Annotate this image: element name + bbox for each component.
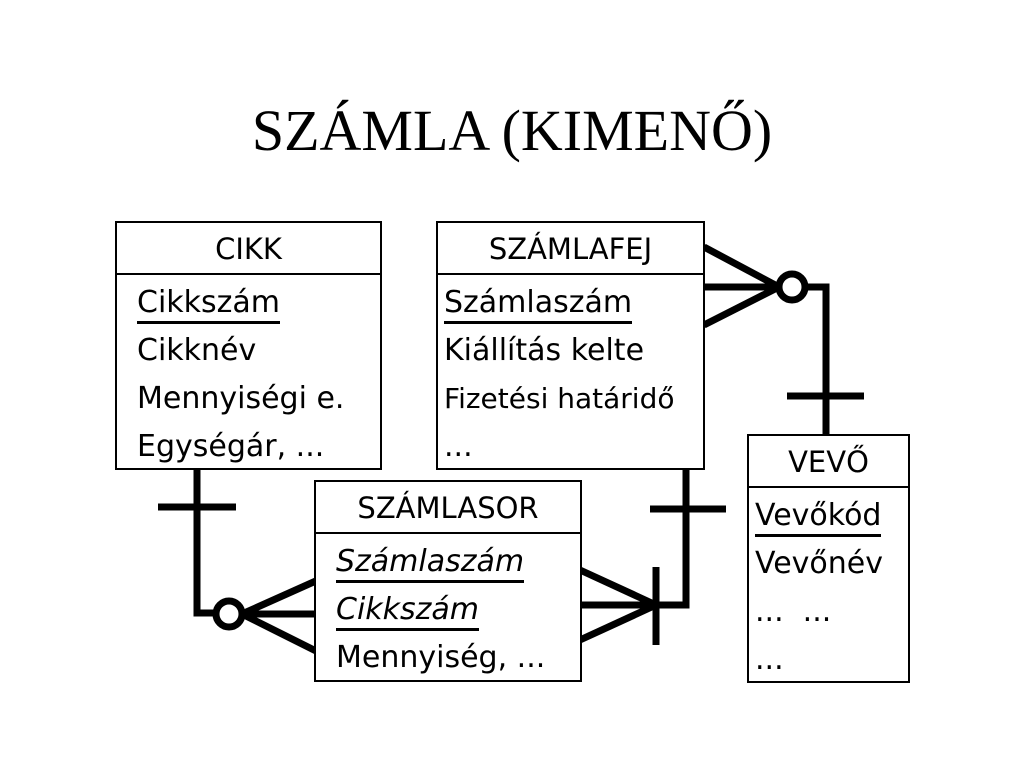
attribute-text: Mennyiség, ... [336,640,546,675]
attribute-vevonev: Vevőnév [749,540,908,588]
attribute-text: ... ... [755,594,832,629]
attribute-kiallitas-kelte: Kiállítás kelte [438,327,703,375]
attribute-vevokod: Vevőkód [749,492,908,540]
attribute-text: Cikknév [137,333,257,368]
entity-name: CIKK [117,223,380,275]
attribute-text: ... [444,429,473,464]
entity-name: SZÁMLASOR [316,482,580,534]
primary-key-text: Cikkszám [336,592,480,631]
attribute-cikkszam: Cikkszám [316,586,580,634]
attribute-cikkszam: Cikkszám [117,279,380,327]
connector-line [193,470,215,617]
attribute-text: ... [755,642,784,677]
attribute-mennyiseg: Mennyiség, ... [316,634,580,682]
zero-cardinality-circle [775,270,809,304]
attribute-text: Egységár, ... [137,429,325,464]
connector-line [656,470,690,609]
attribute-list: Vevőkód Vevőnév ... ... ... [749,488,908,684]
crows-foot-many [702,243,781,329]
attribute-list: Számlaszám Cikkszám Mennyiség, ... [316,534,580,682]
crows-foot-many [578,566,658,644]
attribute-ellipsis: ... [438,423,703,471]
attribute-text: Vevőnév [755,546,883,581]
entity-cikk: CIKK Cikkszám Cikknév Mennyiségi e. Egys… [115,221,382,470]
attribute-text: Fizetési határidő [444,382,675,415]
attribute-text: Mennyiségi e. [137,381,345,416]
primary-key-text: Cikkszám [137,285,281,324]
attribute-ellipsis-pair: ... ... [749,588,908,636]
connector-line [806,283,830,434]
attribute-egysegar: Egységár, ... [117,423,380,471]
attribute-szamlaszam: Számlaszám [316,538,580,586]
attribute-list: Cikkszám Cikknév Mennyiségi e. Egységár,… [117,275,380,471]
primary-key-text: Számlaszám [336,544,525,583]
entity-szamlasor: SZÁMLASOR Számlaszám Cikkszám Mennyiség,… [314,480,582,682]
primary-key-text: Számlaszám [444,285,633,324]
entity-name: SZÁMLAFEJ [438,223,703,275]
attribute-fizetesi-hatarido: Fizetési határidő [438,375,703,423]
attribute-text: Kiállítás kelte [444,333,645,368]
attribute-szamlaszam: Számlaszám [438,279,703,327]
entity-szamlafej: SZÁMLAFEJ Számlaszám Kiállítás kelte Fiz… [436,221,705,470]
attribute-mennyisegi-e: Mennyiségi e. [117,375,380,423]
primary-key-text: Vevőkód [755,498,882,537]
entity-vevo: VEVŐ Vevőkód Vevőnév ... ... ... [747,434,910,683]
relationship-vevo-szamlafej [702,243,864,434]
entity-name: VEVŐ [749,436,908,488]
relationship-cikk-szamlasor [158,470,320,656]
attribute-cikknev: Cikknév [117,327,380,375]
crows-foot-many [240,576,320,656]
attribute-ellipsis: ... [749,636,908,684]
attribute-list: Számlaszám Kiállítás kelte Fizetési hatá… [438,275,703,471]
page-title: SZÁMLA (KIMENŐ) [251,98,773,163]
zero-cardinality-circle [212,597,246,631]
relationship-szamlafej-szamlasor [578,470,726,645]
